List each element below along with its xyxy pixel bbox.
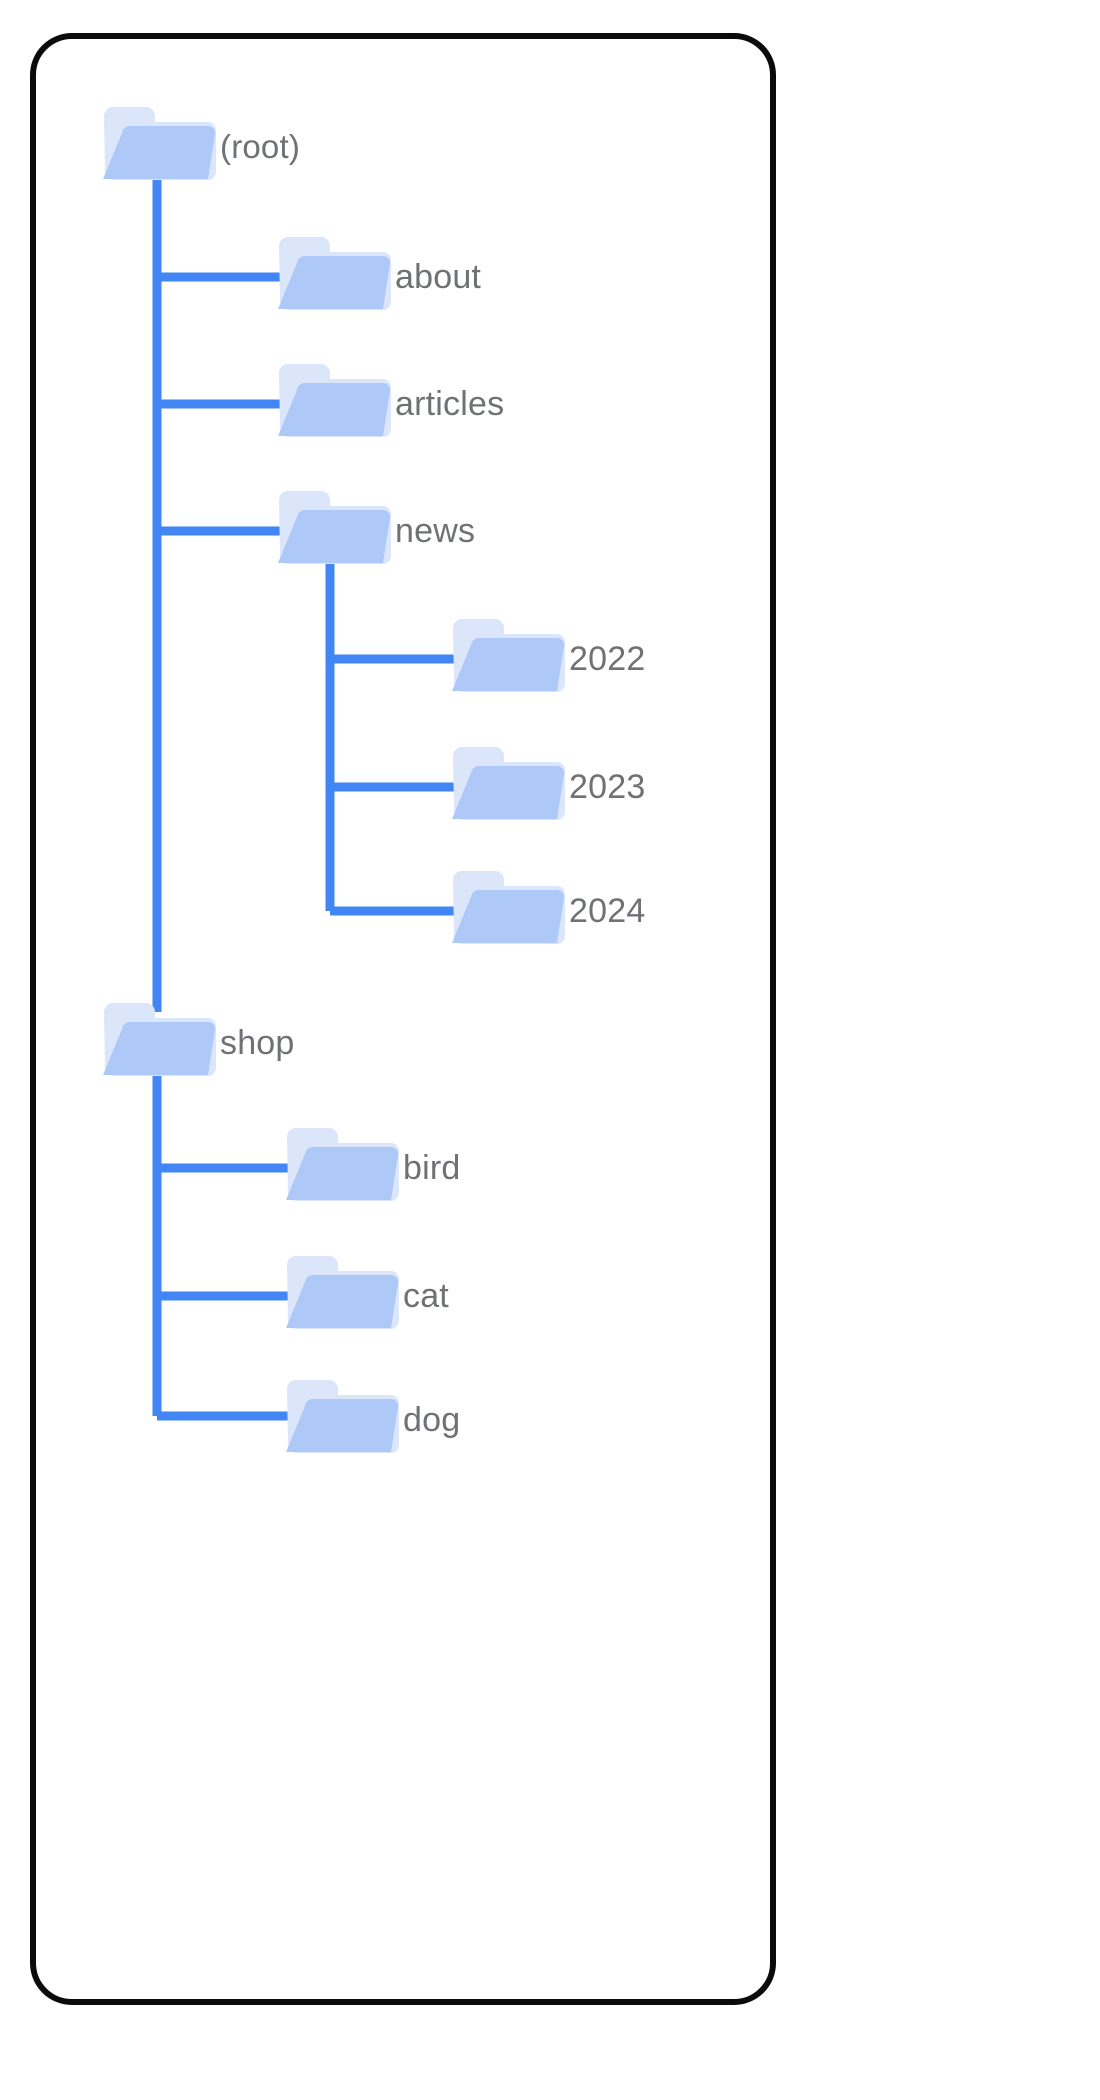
tree-node-label: about bbox=[395, 257, 482, 296]
tree-node-label: 2022 bbox=[569, 639, 646, 678]
tree-node-label: bird bbox=[403, 1148, 461, 1187]
folder-icon bbox=[100, 98, 220, 195]
tree-node-shop[interactable]: shop bbox=[100, 994, 295, 1091]
folder-icon bbox=[275, 228, 395, 325]
folder-icon bbox=[283, 1247, 403, 1344]
tree-node-label: 2023 bbox=[569, 767, 646, 806]
tree-node-label: 2024 bbox=[569, 891, 646, 930]
tree-node-shop-bird[interactable]: bird bbox=[283, 1119, 461, 1216]
tree-node-about[interactable]: about bbox=[275, 228, 481, 325]
folder-icon bbox=[283, 1371, 403, 1468]
tree-node-news-2024[interactable]: 2024 bbox=[449, 862, 645, 959]
tree-node-news-2022[interactable]: 2022 bbox=[449, 610, 645, 707]
tree-node-label: shop bbox=[220, 1023, 295, 1062]
tree-node-label: articles bbox=[395, 384, 505, 423]
tree-node-label: news bbox=[395, 511, 476, 550]
tree-node-label: (root) bbox=[220, 128, 301, 165]
tree-node-news-2023[interactable]: 2023 bbox=[449, 738, 645, 835]
folder-icon bbox=[275, 482, 395, 579]
folder-icon bbox=[275, 355, 395, 452]
tree-node-shop-cat[interactable]: cat bbox=[283, 1247, 449, 1344]
tree-node-articles[interactable]: articles bbox=[275, 355, 504, 452]
folder-icon bbox=[100, 994, 220, 1091]
tree-node-label: cat bbox=[403, 1276, 449, 1315]
folder-icon bbox=[449, 862, 569, 959]
folder-icon bbox=[449, 738, 569, 835]
tree-node-root[interactable]: (root) bbox=[100, 98, 300, 195]
folder-icon bbox=[283, 1119, 403, 1216]
tree-node-news[interactable]: news bbox=[275, 482, 475, 579]
tree-node-label: dog bbox=[403, 1400, 461, 1439]
folder-icon bbox=[449, 610, 569, 707]
tree-node-shop-dog[interactable]: dog bbox=[283, 1371, 460, 1468]
